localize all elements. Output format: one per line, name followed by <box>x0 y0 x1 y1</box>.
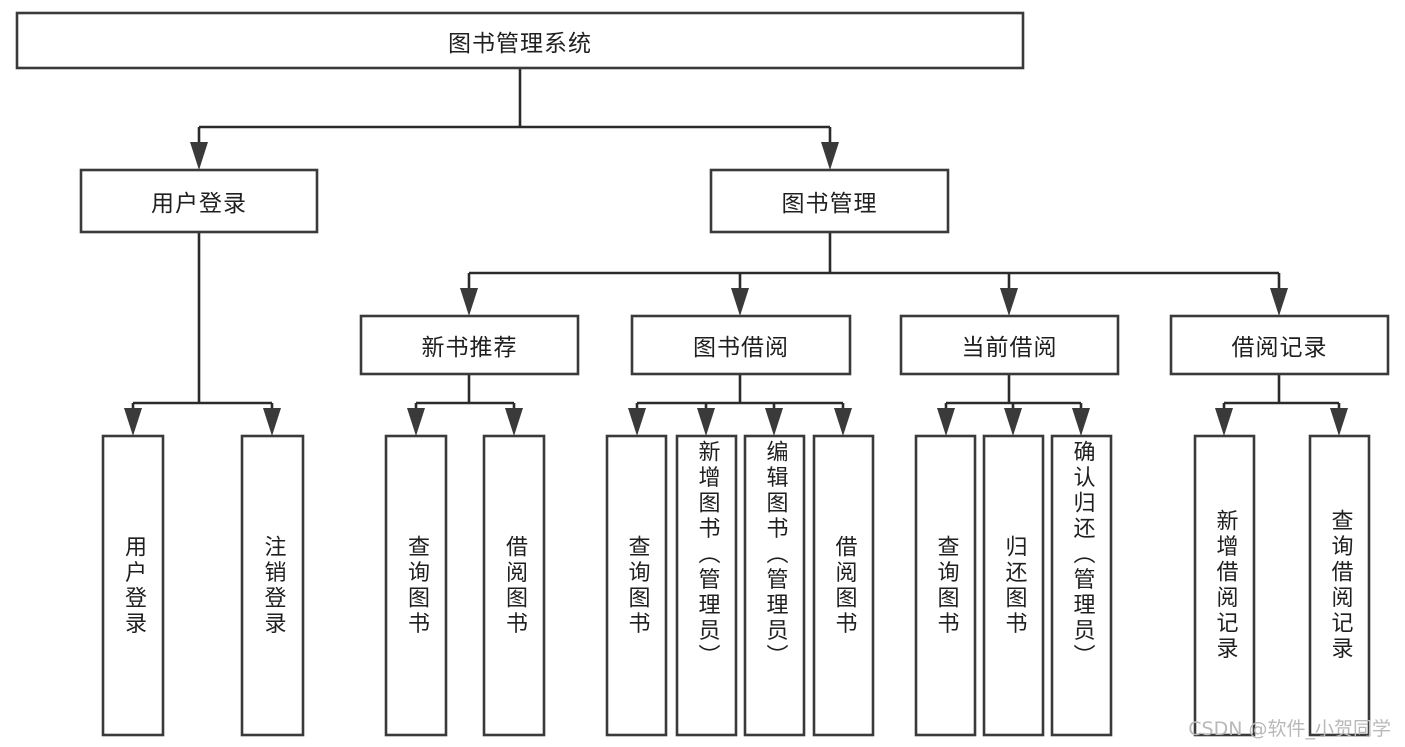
connector-group-root <box>190 68 839 170</box>
leaf-box-nbr-1[interactable] <box>384 434 448 737</box>
leaf-box-cb-1[interactable] <box>914 434 977 737</box>
leaf-box-bb-1[interactable] <box>605 434 668 737</box>
arrow-head-leaf-bb-1 <box>628 408 646 436</box>
connector-group-current-borrow <box>937 374 1090 436</box>
leaf-box-bb-4[interactable] <box>812 434 875 737</box>
arrow-head-leaf-br-2 <box>1330 408 1348 436</box>
leaf-box-cb-3[interactable] <box>1050 434 1113 737</box>
leaf-box-nbr-2[interactable] <box>482 434 546 737</box>
arrow-head-user-login <box>190 142 208 170</box>
node-book-mgmt-box[interactable] <box>709 168 950 234</box>
connector-group-user-login <box>124 232 281 436</box>
arrow-head-leaf-cb-1 <box>937 408 955 436</box>
connector-group-book-mgmt <box>460 232 1288 316</box>
leaf-box-cb-2[interactable] <box>982 434 1045 737</box>
connector-group-new-book-recommend <box>407 374 523 436</box>
arrow-head-leaf-nbr-1 <box>407 408 425 436</box>
arrow-head-leaf-br-1 <box>1215 408 1233 436</box>
arrow-head-current-borrow <box>1000 288 1018 316</box>
node-root-box[interactable] <box>15 11 1025 70</box>
leaf-box-bb-3[interactable] <box>743 434 806 737</box>
arrow-head-leaf-cb-3 <box>1072 408 1090 436</box>
arrow-head-leaf-nbr-2 <box>505 408 523 436</box>
arrow-head-leaf-bb-3 <box>765 408 783 436</box>
leaf-box-br-1[interactable] <box>1193 434 1256 737</box>
connector-group-borrow-record <box>1215 374 1348 436</box>
leaf-box-user-login-1[interactable] <box>101 434 165 737</box>
connector-group-book-borrow <box>628 374 852 436</box>
node-current-borrow-box[interactable] <box>899 314 1120 376</box>
arrow-head-borrow-record <box>1270 288 1288 316</box>
arrow-head-leaf-cb-2 <box>1004 408 1022 436</box>
arrow-head-leaf-user-login-1 <box>124 408 142 436</box>
node-new-book-recommend-box[interactable] <box>359 314 580 376</box>
leaf-box-br-2[interactable] <box>1308 434 1371 737</box>
node-user-login-box[interactable] <box>79 168 319 234</box>
arrow-head-new-book-recommend <box>460 288 478 316</box>
arrow-head-leaf-bb-4 <box>834 408 852 436</box>
arrow-head-book-borrow <box>731 288 749 316</box>
leaf-box-bb-2[interactable] <box>675 434 738 737</box>
leaf-box-user-login-2[interactable] <box>240 434 305 737</box>
arrow-head-book-mgmt <box>821 142 839 170</box>
arrow-head-leaf-user-login-2 <box>263 408 281 436</box>
node-book-borrow-box[interactable] <box>630 314 852 376</box>
node-borrow-record-box[interactable] <box>1169 314 1390 376</box>
arrow-head-leaf-bb-2 <box>697 408 715 436</box>
